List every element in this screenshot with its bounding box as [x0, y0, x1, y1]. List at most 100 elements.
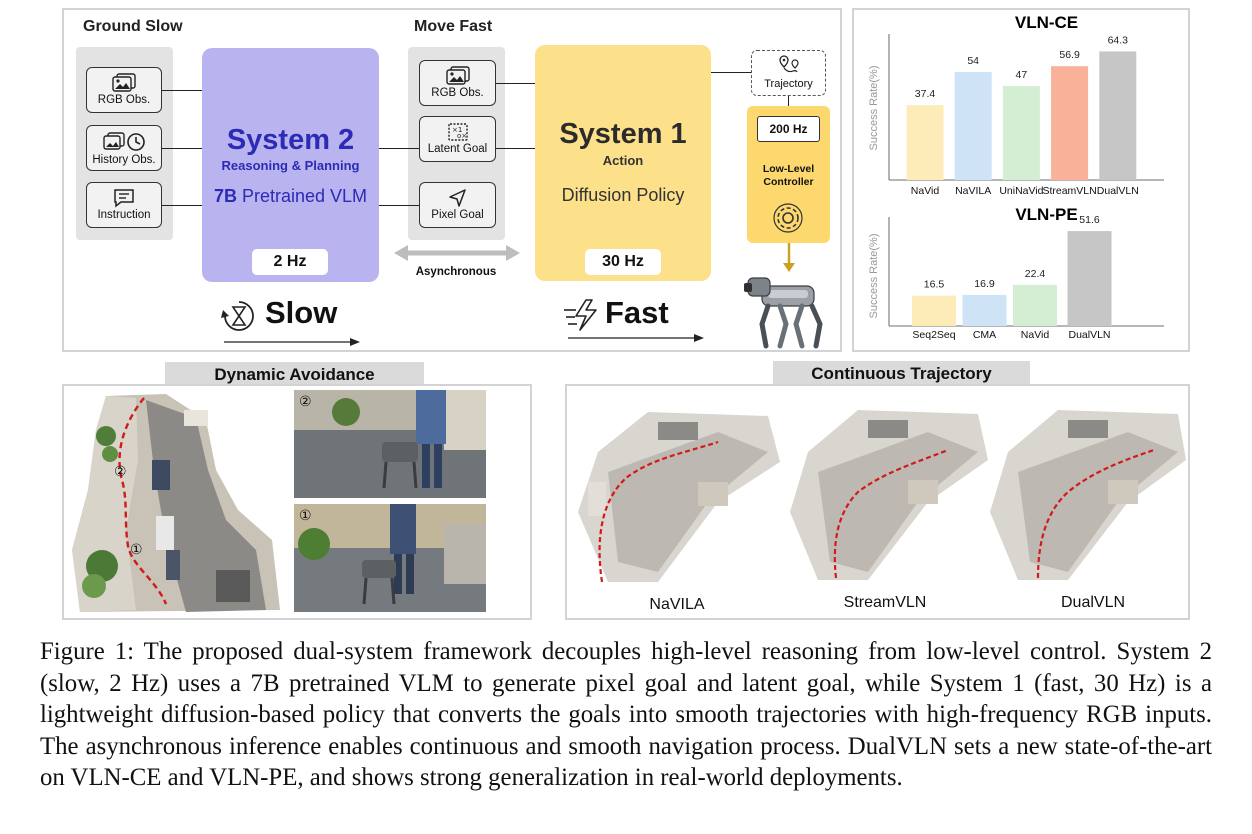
connector — [379, 148, 419, 150]
figure-caption: Figure 1: The proposed dual-system frame… — [40, 638, 1212, 791]
trajectory-label: Trajectory — [764, 78, 813, 90]
bar-1-1 — [962, 294, 1007, 326]
connector — [162, 148, 202, 150]
connector — [788, 96, 790, 106]
value-label-0-2: 47 — [1016, 69, 1028, 81]
photo-step-2: ② — [294, 390, 486, 498]
move-fast-label: Move Fast — [414, 18, 493, 35]
slow-label: Slow — [265, 295, 338, 330]
connector — [162, 205, 202, 207]
trajectory-label-dualvln: DualVLN — [1060, 594, 1126, 611]
scene-navila — [578, 412, 780, 583]
tick-label-0-1: NaVILA — [955, 185, 991, 197]
tick-label-1-0: Seq2Seq — [912, 329, 955, 341]
continuous-trajectory-title: Continuous Trajectory — [773, 361, 1030, 387]
system2-frequency: 2 Hz — [252, 249, 328, 275]
system1-model: Diffusion Policy — [561, 185, 685, 205]
photo-marker-2: ② — [299, 394, 312, 410]
value-label-0-0: 37.4 — [915, 88, 936, 100]
controller-arrow — [783, 243, 795, 272]
trajectory-label-navila: NaVILA — [649, 596, 705, 613]
asynchronous-arrow — [394, 245, 520, 261]
tick-label-0-2: UniNaVid — [999, 185, 1043, 197]
tick-label-1-1: CMA — [973, 329, 996, 341]
gear-icon — [773, 203, 803, 233]
trajectory-box: Trajectory — [751, 50, 826, 96]
instruction-input: Instruction — [86, 182, 162, 228]
system2-title: System 2 — [226, 124, 355, 156]
value-label-0-3: 56.9 — [1059, 49, 1080, 61]
system2-model-name: Pretrained VLM — [236, 186, 368, 206]
history-obs-label: History Obs. — [92, 154, 156, 166]
svg-text:o×: o× — [457, 132, 467, 140]
bar-0-4 — [1099, 51, 1137, 181]
latent-goal-icon: ×1o× — [447, 123, 468, 141]
tick-label-1-2: NaVid — [1021, 329, 1050, 341]
history-icon — [103, 132, 145, 151]
connector — [496, 83, 536, 85]
instruction-label: Instruction — [97, 209, 151, 221]
bar-0-1 — [954, 72, 992, 180]
scene-dualvln — [990, 410, 1186, 580]
value-label-1-1: 16.9 — [974, 278, 995, 290]
slow-arrow — [224, 338, 360, 346]
tick-label-1-3: DualVLN — [1068, 329, 1110, 341]
fast-arrow — [568, 334, 704, 342]
fast-label: Fast — [605, 295, 669, 330]
latent-goal-label: Latent Goal — [427, 143, 488, 155]
low-level-controller: 200 Hz Low-Level Controller — [747, 106, 830, 243]
hourglass-icon — [221, 301, 254, 331]
system1-title: System 1 — [559, 118, 687, 150]
dynamic-avoidance-map: ② ① — [72, 394, 280, 612]
controller-frequency: 200 Hz — [757, 116, 820, 142]
chat-icon — [114, 189, 134, 208]
ground-slow-label: Ground Slow — [83, 18, 183, 35]
history-obs-input: History Obs. — [86, 125, 162, 171]
tick-label-0-3: StreamVLN — [1042, 185, 1096, 197]
system1-subtitle: Action — [602, 153, 644, 168]
speed-icon — [564, 299, 597, 331]
asynchronous-label: Asynchronous — [415, 266, 497, 278]
marker-2: ② — [114, 464, 127, 480]
pixel-goal-label: Pixel Goal — [431, 209, 484, 221]
image-icon — [112, 73, 136, 92]
bar-1-3 — [1067, 231, 1112, 326]
rgb-obs-label: RGB Obs. — [97, 94, 151, 106]
value-label-0-4: 64.3 — [1108, 34, 1129, 46]
photo-step-1: ① — [294, 504, 486, 612]
connector — [379, 205, 419, 207]
system2-block: System 2 Reasoning & Planning 7B Pretrai… — [202, 48, 379, 282]
system2-subtitle: Reasoning & Planning — [221, 158, 360, 173]
connector — [711, 72, 751, 74]
system1-block: System 1 Action Diffusion Policy 30 Hz — [535, 45, 711, 281]
bar-1-2 — [1013, 284, 1057, 326]
value-label-0-1: 54 — [967, 55, 979, 67]
chart-title-1: VLN-PE — [1015, 205, 1077, 224]
map-pin-icon — [778, 55, 799, 73]
tick-label-0-0: NaVid — [911, 185, 940, 197]
marker-1: ① — [130, 542, 143, 558]
scene-streamvln — [790, 410, 988, 580]
value-label-1-3: 51.6 — [1079, 214, 1100, 226]
value-label-1-2: 22.4 — [1025, 268, 1046, 280]
chart-ylabel-1: Success Rate(%) — [868, 234, 880, 319]
rgb-obs-label: RGB Obs. — [431, 87, 484, 99]
photo-marker-1: ① — [299, 508, 312, 524]
cursor-icon — [448, 189, 466, 207]
trajectory-label-streamvln: StreamVLN — [843, 594, 927, 611]
connector — [496, 148, 536, 150]
dynamic-avoidance-title: Dynamic Avoidance — [165, 362, 424, 388]
rgb-obs-input: RGB Obs. — [86, 67, 162, 113]
bar-0-3 — [1051, 66, 1089, 180]
robot-dog-icon — [744, 277, 823, 349]
bar-0-2 — [1002, 86, 1040, 180]
trajectory-scenes — [578, 410, 1186, 583]
chart-ylabel-0: Success Rate(%) — [868, 66, 880, 151]
controller-label-line2: Controller — [763, 176, 814, 188]
system2-model-size: 7B — [213, 186, 237, 206]
bar-0-0 — [906, 105, 944, 180]
pixel-goal-input: Pixel Goal — [419, 182, 496, 228]
image-icon — [445, 66, 470, 85]
controller-label-line1: Low-Level — [762, 163, 815, 175]
